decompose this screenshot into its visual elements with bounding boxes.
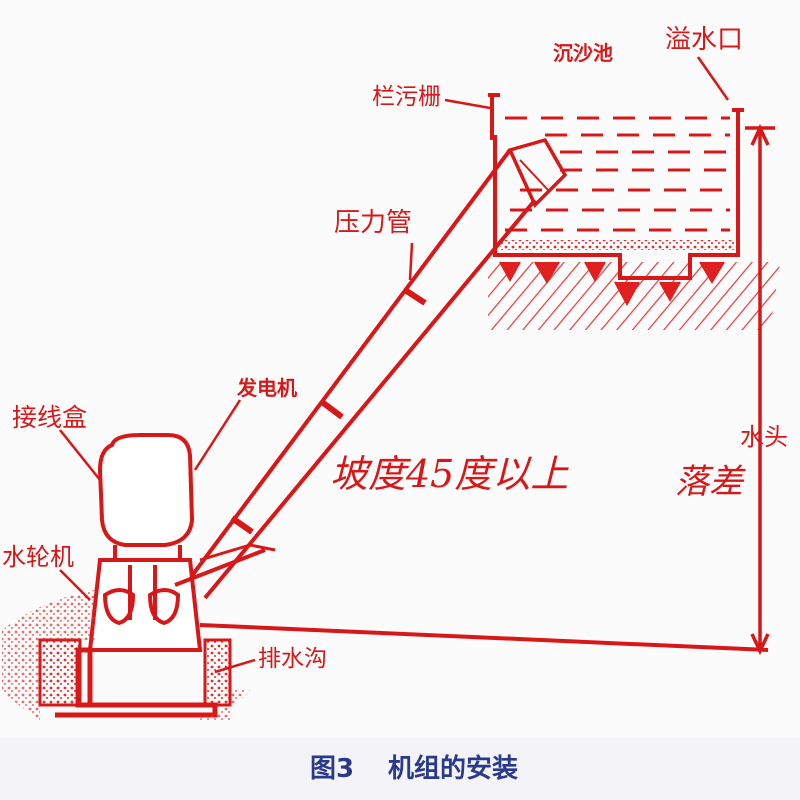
penstock-pipe [183,148,537,600]
label-sand-basin: 沉沙池 [553,41,613,65]
label-trash-rack: 栏污栅 [372,84,441,110]
basin-ground [488,261,780,330]
label-junction-box: 接线盒 [12,403,88,432]
label-penstock: 压力管 [334,208,413,238]
generator [97,433,195,562]
figure-caption: 图3 机组的安装 [0,738,800,800]
label-drain: 排水沟 [258,646,327,672]
label-drop: 落差 [675,462,743,502]
ground-line [199,623,769,652]
trash-rack [507,137,568,209]
label-overflow: 溢水口 [665,25,744,55]
sand-basin [488,93,744,280]
label-head: 水头 [740,423,788,451]
caption-number: 图3 [310,754,355,784]
leader-lines [59,56,730,674]
head-dimension [745,123,775,656]
label-turbine: 水轮机 [2,543,74,571]
turbine-unit [87,543,276,652]
foundation [2,590,250,720]
label-slope: 坡度45度以上 [330,452,569,496]
label-generator: 发电机 [237,376,297,400]
water-lines [505,116,730,232]
caption-title: 机组的安装 [388,754,519,784]
